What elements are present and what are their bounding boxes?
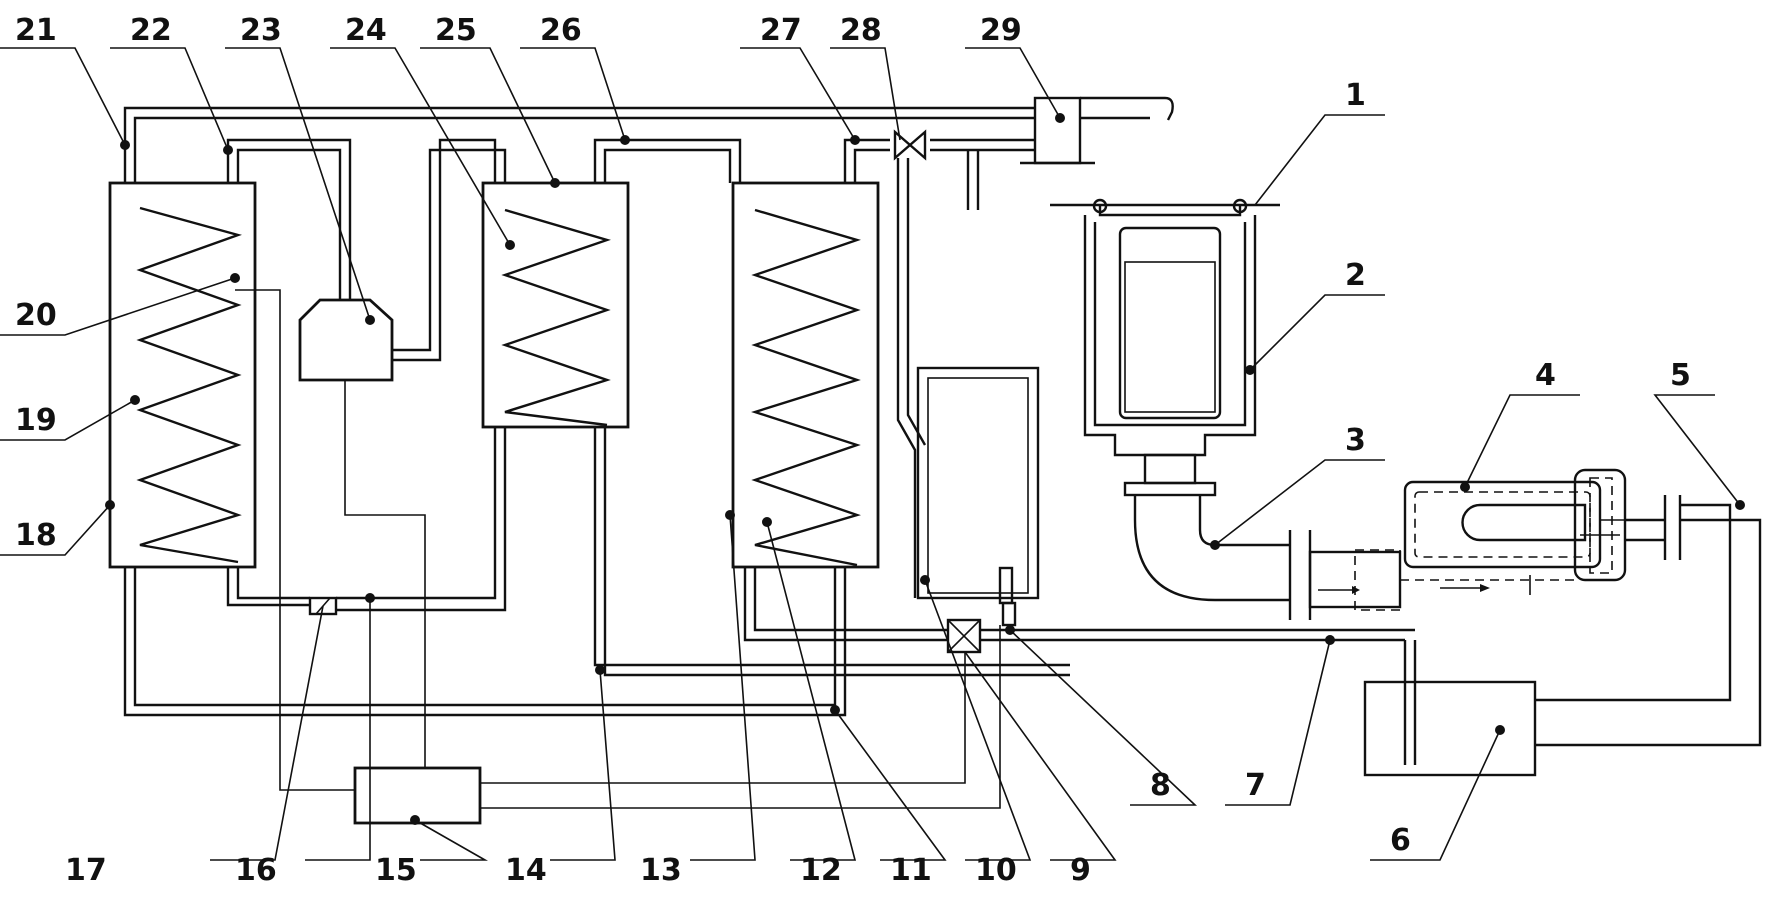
piping	[123, 106, 1762, 809]
callout-3: 3	[1345, 423, 1366, 458]
callout-10: 10	[975, 853, 1017, 888]
heat-exchanger-18	[108, 181, 257, 569]
tank-6	[1363, 640, 1537, 777]
callout-15: 15	[375, 853, 417, 888]
callout-22: 22	[130, 13, 172, 48]
valve-9	[946, 618, 982, 654]
callout-labels: 21 22 23 24 25 26 27 28 29 1 2 3 4 5 6 7…	[15, 13, 1691, 888]
callout-4: 4	[1535, 358, 1556, 393]
leader-dots	[105, 113, 1745, 825]
callout-12: 12	[800, 853, 842, 888]
callout-6: 6	[1390, 823, 1411, 858]
callout-1: 1	[1345, 78, 1366, 113]
callout-18: 18	[15, 518, 57, 553]
valve-28	[893, 129, 927, 161]
callout-11: 11	[890, 853, 932, 888]
callout-25: 25	[435, 13, 477, 48]
callout-13: 13	[640, 853, 682, 888]
burner-4	[1400, 468, 1682, 595]
callout-27: 27	[760, 13, 802, 48]
heat-exchanger-13	[731, 181, 880, 569]
callout-28: 28	[840, 13, 882, 48]
callout-26: 26	[540, 13, 582, 48]
reservoir-23	[298, 298, 394, 382]
callout-20: 20	[15, 298, 57, 333]
callout-14: 14	[505, 853, 547, 888]
faucet-29	[1020, 96, 1174, 165]
callout-16: 16	[235, 853, 277, 888]
callout-5: 5	[1670, 358, 1691, 393]
callout-7: 7	[1245, 768, 1266, 803]
callout-23: 23	[240, 13, 282, 48]
callout-19: 19	[15, 403, 57, 438]
heat-exchanger-25	[481, 181, 630, 429]
pump-15	[353, 766, 482, 825]
vessel-10	[916, 366, 1040, 600]
leader-lines	[0, 47, 1741, 861]
callout-17: 17	[65, 853, 107, 888]
callout-21: 21	[15, 13, 57, 48]
callout-24: 24	[345, 13, 387, 48]
callout-29: 29	[980, 13, 1022, 48]
callout-2: 2	[1345, 258, 1366, 293]
pot-2	[1050, 198, 1280, 497]
sensor-8	[998, 566, 1017, 627]
callout-8: 8	[1150, 768, 1171, 803]
elbow-pipe-3	[1133, 495, 1402, 620]
callout-9: 9	[1070, 853, 1091, 888]
